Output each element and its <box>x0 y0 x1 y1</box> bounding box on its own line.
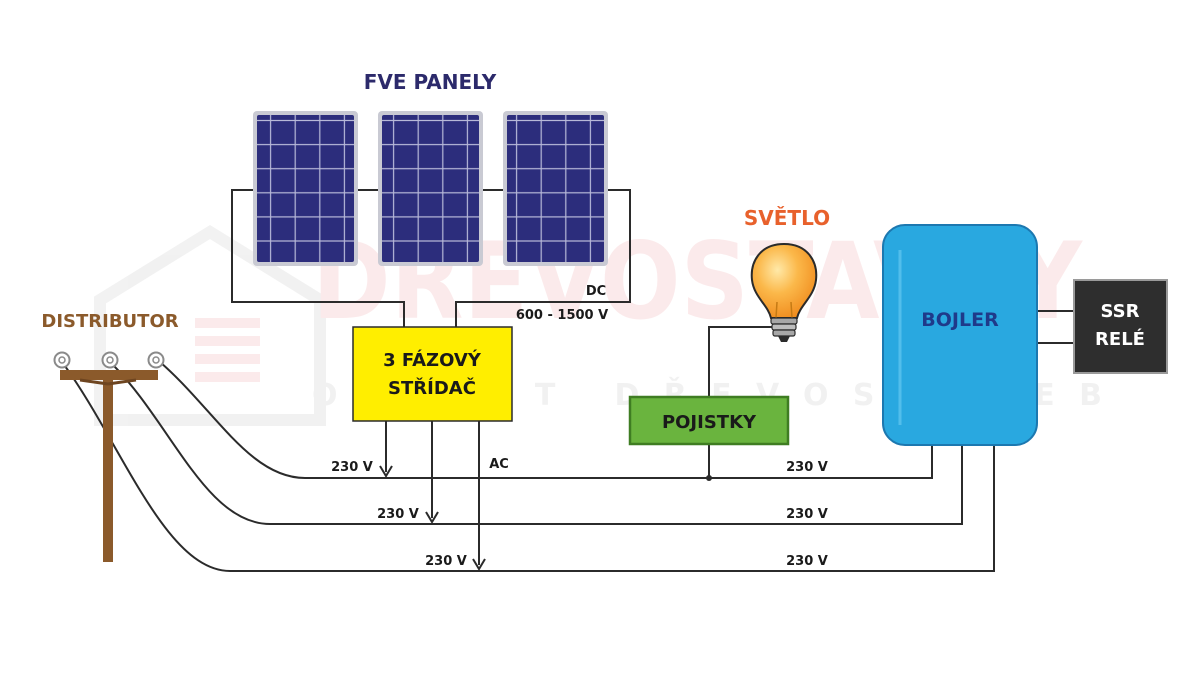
phase-line-3 <box>61 361 995 572</box>
fuses-box <box>628 395 790 446</box>
fuses-label: POJISTKY <box>662 412 757 433</box>
inverter-label-line1: 3 FÁZOVÝ <box>383 349 482 371</box>
dc-return-wire <box>455 189 631 327</box>
voltage-label-boiler-l3: 230 V <box>786 554 828 569</box>
voltage-label-inverter-l2: 230 V <box>377 507 419 522</box>
dc-voltage-range: 600 - 1500 V <box>516 308 608 323</box>
phase-line-2 <box>109 361 963 525</box>
diagram-title: FVE PANELY <box>364 70 497 94</box>
relay-label-line2: RELÉ <box>1095 328 1145 350</box>
inverter-label-line2: STŘÍDAČ <box>388 377 476 399</box>
light-label: SVĚTLO <box>744 206 830 230</box>
solar-panel-1 <box>253 111 358 266</box>
watermark-house-icon <box>94 224 326 426</box>
dc-string-wire <box>231 189 405 327</box>
junction-dot <box>706 475 712 481</box>
inverter <box>352 326 513 422</box>
voltage-label-boiler-l1: 230 V <box>786 460 828 475</box>
dc-wiring <box>231 189 631 327</box>
solar-panel-3 <box>503 111 608 266</box>
arrow-icon <box>379 465 486 571</box>
solar-panel-2 <box>378 111 483 266</box>
boiler-tank <box>882 224 1038 446</box>
voltage-label-inverter-l3: 230 V <box>425 554 467 569</box>
voltage-label-boiler-l2: 230 V <box>786 507 828 522</box>
light-feed-wire <box>708 326 772 397</box>
phase-lines <box>61 310 1074 572</box>
insulator-icon <box>53 351 165 369</box>
light-bulb-icon <box>750 242 818 342</box>
distributor-label: DISTRIBUTOR <box>41 311 178 332</box>
phase-line-1 <box>159 361 933 479</box>
relay-label-line1: SSR <box>1101 301 1140 322</box>
dc-label: DC <box>586 284 606 299</box>
ssr-relay <box>1073 279 1168 374</box>
ac-label: AC <box>489 457 509 472</box>
distribution-pole <box>53 351 165 562</box>
boiler-label: BOJLER <box>921 309 999 331</box>
voltage-label-inverter-l1: 230 V <box>331 460 373 475</box>
solar-panels <box>253 111 608 266</box>
